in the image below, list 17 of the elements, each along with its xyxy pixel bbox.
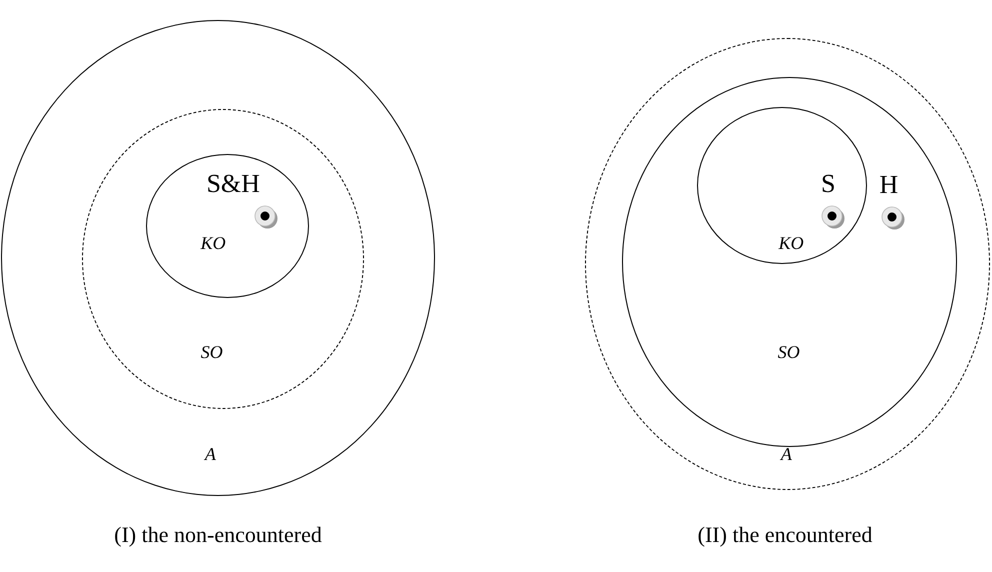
dashed-ellipse: [82, 109, 364, 410]
ellipse: [696, 106, 867, 264]
region-label: SO: [200, 342, 223, 361]
caption: (I) the non-encountered: [114, 522, 322, 548]
region-label: KO: [778, 234, 804, 252]
region-label: A: [204, 445, 216, 464]
region-label: KO: [200, 234, 226, 252]
object-label: S: [820, 171, 836, 198]
object-label: S&H: [206, 171, 260, 198]
dashed-ellipse: [585, 38, 990, 490]
object-label: H: [879, 172, 898, 198]
region-label: SO: [778, 342, 800, 361]
caption: (II) the encountered: [698, 522, 872, 548]
ellipse: [1, 20, 435, 496]
region-label: A: [780, 445, 792, 464]
ellipse: [146, 154, 309, 298]
ellipse: [622, 77, 958, 448]
